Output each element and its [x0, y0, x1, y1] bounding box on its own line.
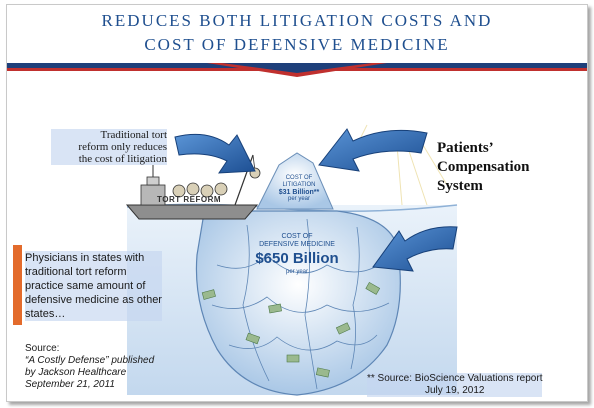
- source-label: Source:: [25, 343, 60, 354]
- source-bioscience-valuations: ** Source: BioScience Valuations report …: [367, 373, 543, 397]
- defensive-medicine-amount: $650 Billion: [255, 250, 339, 267]
- tip-line: LITIGATION: [282, 182, 316, 188]
- iceberg-tip: [256, 152, 334, 210]
- traditional-tort-line: reform only reduces: [78, 141, 167, 153]
- traditional-tort-note: Traditional tort reform only reduces the…: [51, 129, 167, 165]
- iceberg-illustration: [125, 124, 458, 396]
- def-line: COST OF: [281, 233, 313, 240]
- traditional-tort-line: the cost of litigation: [78, 153, 167, 165]
- arrow-patients-compensation: [318, 128, 428, 172]
- slide-title-line-2: COST OF DEFENSIVE MEDICINE: [144, 35, 450, 54]
- iceberg-underwater: [195, 210, 401, 396]
- source-jackson-healthcare: Source: “A Costly Defense” published by …: [25, 343, 154, 391]
- title-underline-band: [7, 63, 587, 77]
- patients-compensation-system-label: Patients’ Compensation System: [437, 139, 530, 196]
- arrow-traditional-tort: [174, 133, 256, 174]
- litigation-amount: $31 Billion**: [278, 189, 320, 196]
- tort-reform-boat-label: TORT REFORM: [157, 195, 222, 204]
- cost-of-defensive-medicine-label: COST OF DEFENSIVE MEDICINE $650 Billion …: [217, 233, 377, 275]
- tort-reform-boat: [125, 154, 261, 220]
- source-line: ** Source: BioScience Valuations report: [367, 373, 543, 384]
- source-line: “A Costly Defense” published: [25, 355, 155, 366]
- source-line: by Jackson Healthcare: [25, 367, 127, 378]
- physicians-note: Physicians in states with traditional to…: [25, 251, 162, 321]
- dollar-bills: [201, 281, 381, 378]
- tip-line: COST OF: [285, 175, 313, 181]
- physicians-line: practice same amount of: [25, 280, 146, 292]
- tip-period: per year: [287, 196, 310, 202]
- orange-accent-bar: [13, 245, 22, 325]
- slide-title-line-1: REDUCES BOTH LITIGATION COSTS AND: [101, 11, 493, 30]
- pcs-line: System: [437, 178, 483, 194]
- physicians-line: traditional tort reform: [25, 266, 127, 278]
- def-period: per year: [285, 269, 308, 275]
- def-line: DEFENSIVE MEDICINE: [259, 241, 335, 248]
- pcs-line: Patients’: [437, 140, 494, 156]
- arrow-defensive-medicine: [372, 226, 458, 272]
- physicians-line: Physicians in states with: [25, 252, 145, 264]
- physicians-line: states…: [25, 308, 66, 320]
- pcs-line: Compensation: [437, 159, 530, 175]
- source-line: September 21, 2011: [25, 379, 115, 390]
- slide: REDUCES BOTH LITIGATION COSTS AND COST O…: [6, 4, 588, 402]
- traditional-tort-line: Traditional tort: [100, 129, 167, 141]
- source-line: July 19, 2012: [424, 385, 485, 396]
- ice-cracks: [211, 218, 390, 390]
- physicians-line: defensive medicine as other: [25, 294, 162, 306]
- cost-of-litigation-label: COST OF LITIGATION $31 Billion** per yea…: [269, 175, 329, 203]
